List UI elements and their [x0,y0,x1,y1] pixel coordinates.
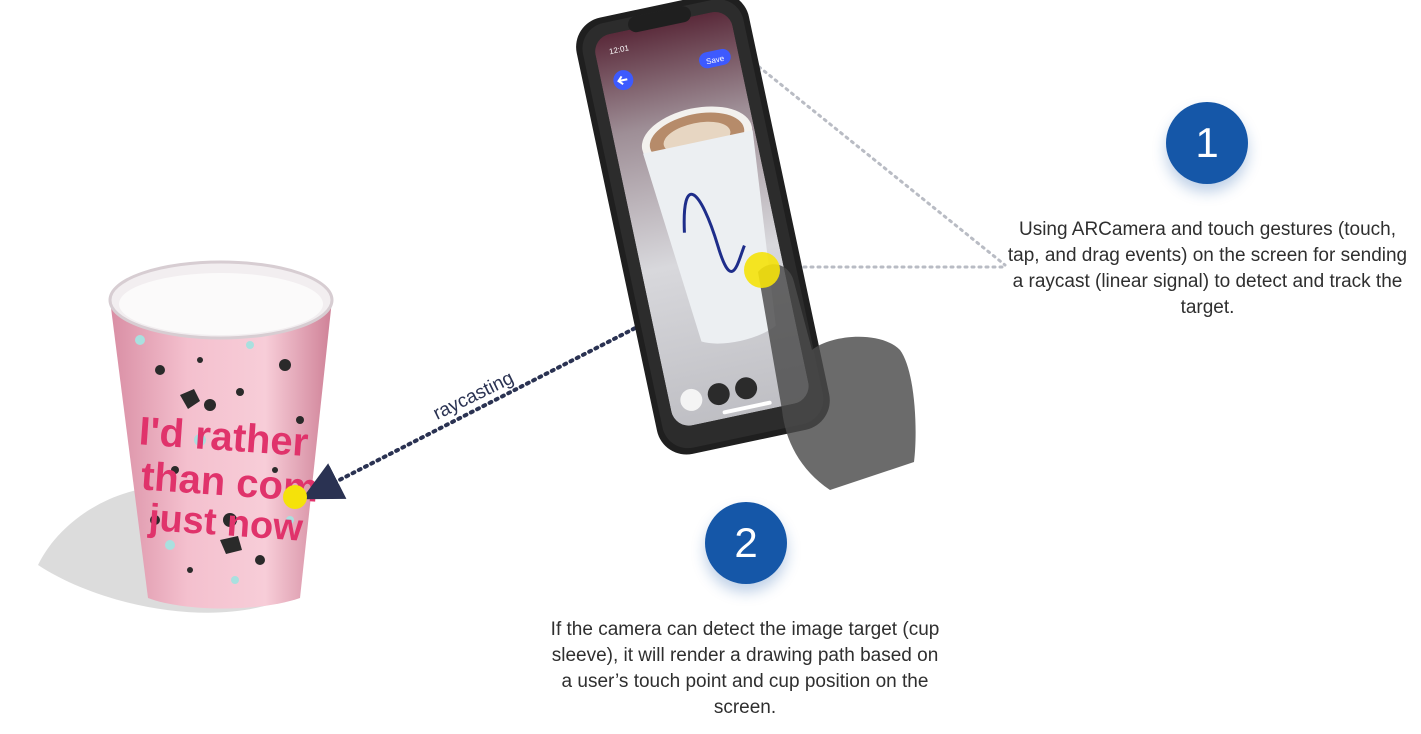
back-arrow-icon [617,75,628,86]
step-1-description: Using ARCamera and touch gestures (touch… [1007,219,1408,318]
hand [758,264,916,490]
cup-hit-point [283,485,307,509]
step-2-description: If the camera can detect the image targe… [550,619,940,718]
screen-touch-point [744,252,780,288]
record-button[interactable] [706,381,732,407]
save-button[interactable] [698,47,733,69]
raycast-arrow [301,320,649,500]
home-indicator [722,400,772,415]
paper-cup: I'd rather than com just now [108,260,334,609]
save-button-label: Save [705,54,725,67]
status-time: 12:01 [608,43,630,56]
smartphone: Save 12:01 [576,0,830,455]
link-button[interactable] [733,375,759,401]
undo-button[interactable] [678,387,704,413]
leader-line-top [746,56,1007,267]
phone-notch [628,6,691,33]
step-1-badge: 1 [1166,102,1248,184]
step-2-badge: 2 [705,502,787,584]
